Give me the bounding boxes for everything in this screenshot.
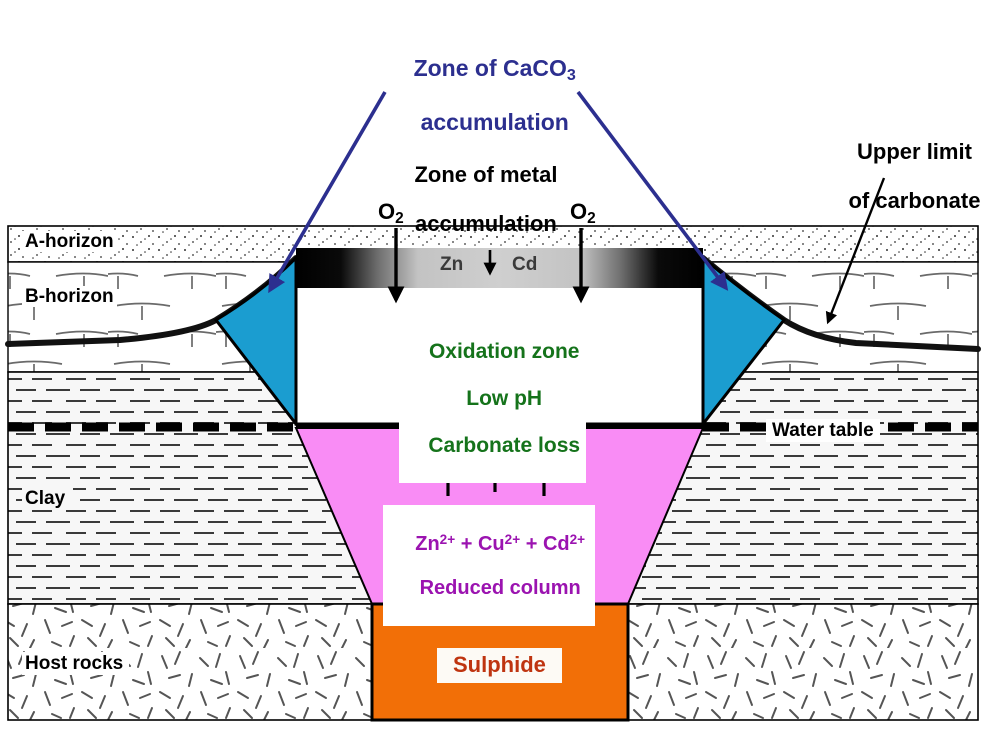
sulphide-label: Sulphide: [437, 648, 562, 683]
zn-charge: 2+: [439, 531, 456, 547]
reduced-column-text: Reduced column: [419, 577, 581, 600]
oxidation-line2: Low pH: [466, 386, 543, 410]
caco3-leader-left: [268, 91, 387, 294]
caco3-zone-label: Zone of CaCO3 accumulation: [388, 30, 576, 161]
reduced-column-label: Zn2+ + Cu2+ + Cd2+ Reduced column: [383, 505, 596, 627]
carbonate-wedge-left: [213, 254, 298, 429]
o2-right-symbol: O: [570, 199, 588, 224]
oxidation-line1: Oxidation zone: [428, 339, 580, 363]
o2-label-left: O2: [378, 199, 404, 227]
cu-charge: 2+: [504, 531, 521, 547]
water-table-label: Water table: [766, 419, 880, 443]
zn-band-label: Zn: [440, 254, 464, 275]
clay-label: Clay: [22, 487, 74, 511]
host-rocks-label: Host rocks: [22, 652, 130, 676]
cu-ion: Cu: [477, 532, 505, 555]
upper-limit-line2: of carbonate: [848, 187, 981, 213]
o2-downflow-arrows: [387, 228, 590, 304]
o2-label-right: O2: [570, 199, 596, 227]
upper-limit-line1: Upper limit: [857, 138, 972, 164]
caco3-label-line2: accumulation: [420, 108, 569, 135]
cd-ion: Cd: [542, 532, 570, 555]
o2-left-symbol: O: [378, 199, 396, 224]
oxidation-zone-label: Oxidation zone Low pH Carbonate loss: [399, 314, 587, 483]
plus-2: +: [520, 532, 543, 555]
carbonate-accumulation-zones: [213, 254, 787, 429]
caco3-leader-right: [576, 90, 729, 291]
metal-label-line1: Zone of metal: [414, 161, 558, 187]
o2-left-subscript: 2: [395, 209, 404, 227]
cd-band-label: Cd: [512, 254, 538, 275]
caco3-leader-arrows: [268, 90, 729, 294]
upper-limit-leader-arrow: [825, 177, 886, 325]
a-horizon-label: A-horizon: [22, 231, 117, 253]
b-horizon-label: B-horizon: [22, 286, 117, 308]
plus-1: +: [455, 532, 478, 555]
metal-label-line2: accumulation: [415, 210, 557, 236]
o2-right-subscript: 2: [587, 209, 596, 227]
cd-charge: 2+: [569, 531, 586, 547]
zn-ion: Zn: [415, 532, 440, 555]
metal-accumulation-band: [296, 248, 703, 288]
reduced-formula: Zn2+ + Cu2+ + Cd2+: [415, 531, 586, 555]
oxidation-line3: Carbonate loss: [428, 433, 581, 457]
metal-zone-label: Zone of metal accumulation: [390, 138, 557, 261]
caco3-subscript: 3: [566, 65, 576, 84]
upper-limit-of-carbonate-label: Upper limit of carbonate: [824, 115, 980, 238]
caco3-label-line1: Zone of CaCO: [413, 54, 567, 81]
carbonate-wedge-right: [701, 254, 787, 429]
